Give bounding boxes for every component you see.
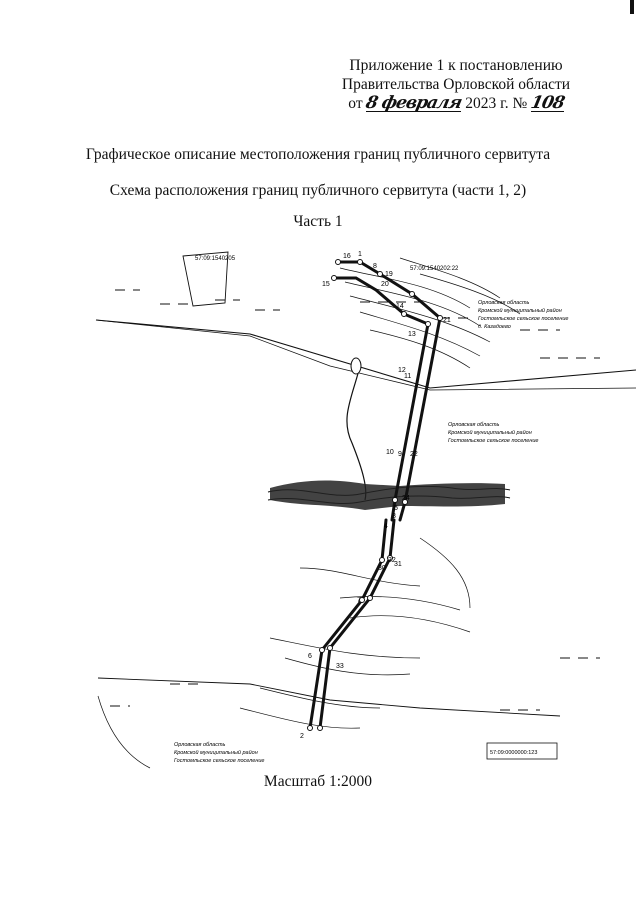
point-label: 22 [410,451,418,458]
region-line: д. Казадоево [478,324,511,330]
cadastral-scheme-map: 57:09:1540205 57:09:1540202:22 57:09:000… [95,251,636,769]
region-line: Кромской муниципальный район [478,307,562,314]
point-label: 11 [404,373,411,380]
part-label: Часть 1 [293,213,343,230]
lower-road-line [97,677,561,717]
region-label-bottom-left: Орловская область Кромской муниципальный… [174,742,264,764]
handwritten-number-text: 108 [529,93,566,113]
point-label: 16 [343,253,351,260]
handwritten-number: 108 [529,93,566,113]
point-label: 32 [388,557,396,564]
region-line: Орловская область [174,742,226,748]
point-label: 8 [373,263,377,270]
point-label: 14 [396,303,404,310]
parcel-boundary-dashed [115,289,600,359]
region-line: Орловская область [478,300,530,306]
document-title: Графическое описание местоположения гран… [85,146,551,163]
parcel-boundary-left [182,251,229,307]
appendix-line-2: Правительства Орловской области [341,76,571,93]
handwritten-date: 8 февраля [364,93,464,113]
region-line: Кромской муниципальный район [174,749,258,756]
handwritten-date-text: 8 февраля [364,93,464,113]
appendix-line-1: Приложение 1 к постановлению [349,57,563,74]
scale-label: Масштаб 1:2000 [263,773,373,790]
road-line [95,319,636,389]
parcel-boundary-dashed-lower [110,657,600,711]
point-label: 4 [384,523,388,530]
contour-lines-lower [97,537,471,769]
point-label: 5 [394,505,398,512]
contour-lines-upper [339,257,521,369]
point-label: 2 [300,733,304,740]
pond-marker [350,357,362,375]
region-line: Гостомльское сельское поселение [478,316,568,322]
date-prefix: от [348,95,363,112]
point-label: 1 [358,251,362,258]
region-label-middle-right: Орловская область Кромской муниципальный… [448,422,538,444]
servitude-point-markers [307,259,443,731]
region-line: Гостомльское сельское поселение [448,438,538,444]
point-label: 10 [386,449,394,456]
point-label: 31 [394,561,402,568]
point-label: 33 [336,663,344,670]
point-label: 19 [385,271,393,278]
appendix-line-3: от 8 февраля 2023 г. № 108 [336,93,576,113]
document-subtitle: Схема расположения границ публичного сер… [109,182,527,199]
point-label: 7 [357,597,361,604]
point-label: 21 [443,317,451,324]
point-label: 15 [322,281,330,288]
point-labels: 16 1 8 19 20 15 21 14 13 12 11 10 9 22 2… [300,251,451,740]
creek-line [346,365,367,501]
point-label: 30 [378,565,386,572]
point-label: 13 [408,331,416,338]
point-label: 12 [398,367,406,374]
cadastral-number-bottom-right: 57:09:0000000:123 [490,750,537,756]
cadastral-box [486,742,558,760]
road-line-edge [95,319,636,391]
point-label: 9 [398,451,402,458]
region-line: Кромской муниципальный район [448,429,532,436]
cadastral-number-top-left: 57:09:1540205 [195,256,236,262]
point-label: 24 [402,495,410,502]
region-line: Гостомльское сельское поселение [174,758,264,764]
cadastral-number-top-right: 57:09:1540202:22 [410,266,459,272]
appendix-header: Приложение 1 к постановлению Правительст… [336,56,576,113]
region-label-upper-right: Орловская область Кромской муниципальный… [478,300,568,330]
point-label: 3 [392,513,396,520]
region-line: Орловская область [448,422,500,428]
point-label: 20 [381,281,389,288]
scan-corner-mark [630,0,634,14]
point-label: 6 [308,653,312,660]
river-bank [270,480,505,510]
year-number-label: 2023 г. № [465,95,528,112]
